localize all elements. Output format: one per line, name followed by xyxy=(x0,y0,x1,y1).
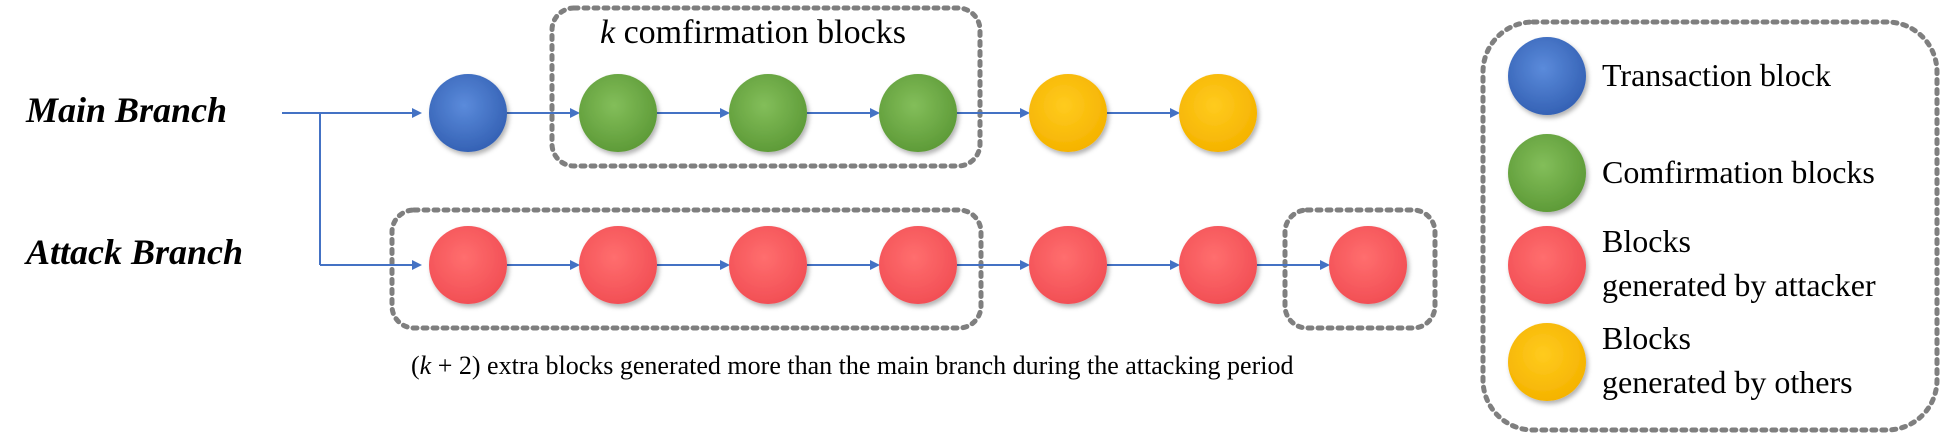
confirmation-box-title: k comfirmation blocks xyxy=(600,14,906,52)
caption-k-variable: k xyxy=(419,351,432,380)
main-branch-others-block xyxy=(1029,74,1107,152)
confirmation-box-title-text: comfirmation blocks xyxy=(623,14,906,51)
attack-branch-attacker-block xyxy=(1179,226,1257,304)
main-branch-confirmation-block xyxy=(879,74,957,152)
attack-branch-attacker-block xyxy=(879,226,957,304)
legend-box xyxy=(1480,19,1940,433)
legend-line: Comfirmation blocks xyxy=(1602,154,1875,190)
confirmation-blocks-box xyxy=(549,5,983,169)
legend-label-attacker: Blocks generated by attacker xyxy=(1602,219,1876,307)
legend-line: generated by attacker xyxy=(1602,267,1876,303)
legend-green-circle-icon xyxy=(1508,134,1586,212)
main-branch-confirmation-block xyxy=(729,74,807,152)
legend-blue-circle-icon xyxy=(1508,37,1586,115)
attack-branch-attacker-block xyxy=(1329,226,1407,304)
caption-text: extra blocks generated more than the mai… xyxy=(480,351,1294,380)
main-branch-transaction-block xyxy=(429,74,507,152)
attack-branch-attacker-block xyxy=(729,226,807,304)
attack-branch-attacker-block xyxy=(579,226,657,304)
legend-label-confirmation: Comfirmation blocks xyxy=(1602,150,1875,194)
legend-label-transaction: Transaction block xyxy=(1602,53,1831,97)
legend-label-others: Blocks generated by others xyxy=(1602,316,1853,404)
main-branch-blocks xyxy=(429,74,1257,152)
legend-line: Transaction block xyxy=(1602,57,1832,93)
attack-caption: (k + 2) extra blocks generated more than… xyxy=(411,351,1293,381)
caption-open-paren: ( xyxy=(411,351,420,380)
attack-extra-blocks-box-1 xyxy=(389,207,984,331)
main-branch-label: Main Branch xyxy=(26,90,228,130)
main-branch-confirmation-block xyxy=(579,74,657,152)
attack-branch-attacker-block xyxy=(1029,226,1107,304)
legend-red-circle-icon xyxy=(1508,226,1586,304)
legend-line: generated by others xyxy=(1602,364,1853,400)
caption-plus-two: + 2) xyxy=(431,351,481,380)
legend-line: Blocks xyxy=(1602,320,1691,356)
legend-yellow-circle-icon xyxy=(1508,323,1586,401)
attack-branch-blocks xyxy=(429,226,1407,304)
attack-branch-attacker-block xyxy=(429,226,507,304)
attack-extra-blocks-box-2 xyxy=(1282,207,1438,331)
legend-line: Blocks xyxy=(1602,223,1691,259)
attack-branch-label: Attack Branch xyxy=(26,232,244,272)
legend-icons xyxy=(1508,37,1586,401)
main-branch-others-block xyxy=(1179,74,1257,152)
k-variable: k xyxy=(600,14,616,51)
